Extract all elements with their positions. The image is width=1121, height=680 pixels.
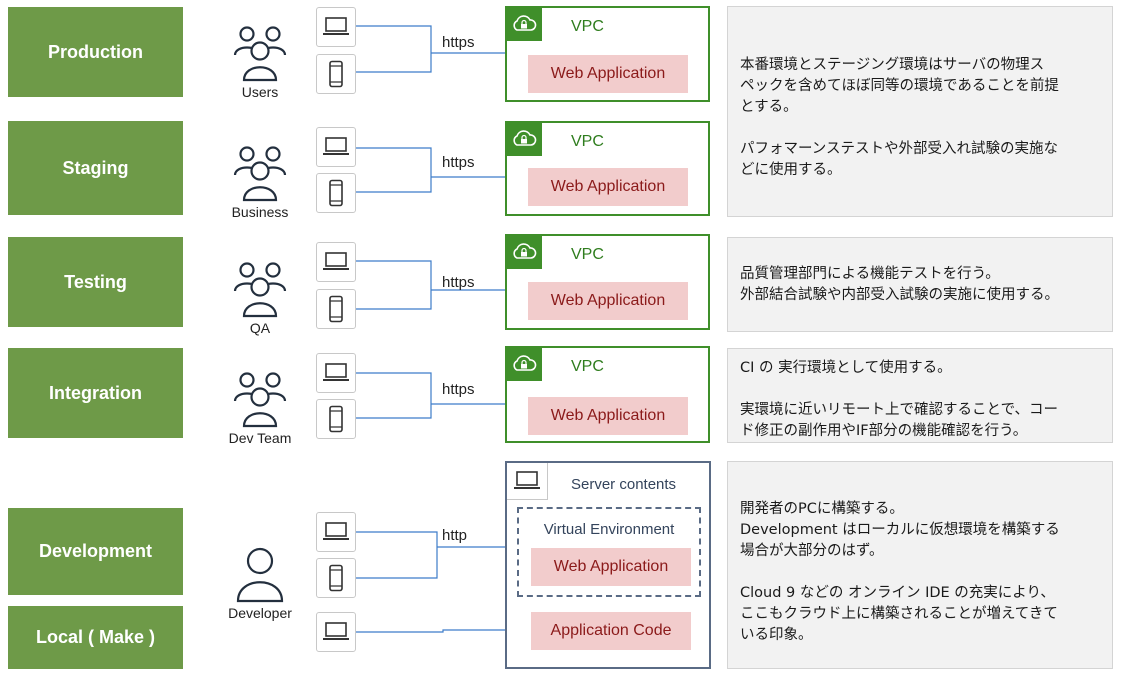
- note-paragraph: 品質管理部門による機能テストを行う。 外部結合試験や内部受入試験の実施に使用する…: [740, 266, 1059, 303]
- vpc-title: VPC: [571, 133, 604, 150]
- protocol-label: https: [442, 274, 475, 291]
- users-group-icon: [233, 262, 287, 318]
- actor-dev-team: Dev Team: [210, 371, 310, 446]
- users-group-icon: [233, 146, 287, 202]
- note-testing: 品質管理部門による機能テストを行う。 外部結合試験や内部受入試験の実施に使用する…: [727, 237, 1113, 332]
- web-application-box: Web Application: [528, 397, 688, 435]
- virtual-environment-group: Virtual Environment Web Application: [517, 507, 701, 597]
- protocol-label: https: [442, 381, 475, 398]
- laptop-icon: [316, 512, 356, 552]
- vpc-group: VPC Web Application: [505, 6, 710, 102]
- mobile-phone-icon: [316, 399, 356, 439]
- vpc-group: VPC Web Application: [505, 121, 710, 216]
- env-label: Testing: [64, 271, 127, 292]
- users-group-icon: [233, 26, 287, 82]
- protocol-label: https: [442, 34, 475, 51]
- vpc-title: VPC: [571, 246, 604, 263]
- vpc-cloud-lock-icon: [506, 235, 542, 269]
- web-application-box: Web Application: [528, 168, 688, 206]
- actor-label: Business: [231, 204, 289, 220]
- vpc-title: VPC: [571, 358, 604, 375]
- note-paragraph: 実環境に近いリモート上で確認することで、コー ド修正の副作用やIF部分の機能確認…: [740, 402, 1058, 439]
- env-testing: Testing: [8, 237, 183, 327]
- actor-business: Business: [210, 145, 310, 220]
- vpc-cloud-lock-icon: [506, 347, 542, 381]
- server-title: Server contents: [571, 476, 677, 493]
- actor-qa: QA: [210, 261, 310, 336]
- actor-label: Developer: [228, 605, 292, 621]
- note-production-staging: 本番環境とステージング環境はサーバの物理ス ペックを含めてほぼ同等の環境であるこ…: [727, 6, 1113, 217]
- laptop-icon: [316, 353, 356, 393]
- vpc-cloud-lock-icon: [506, 7, 542, 41]
- laptop-icon: [316, 127, 356, 167]
- web-application-box: Web Application: [528, 282, 688, 320]
- env-integration: Integration: [8, 348, 183, 438]
- env-label: Local ( Make ): [35, 627, 156, 647]
- protocol-label: http: [442, 527, 468, 544]
- env-staging: Staging: [8, 121, 183, 215]
- mobile-phone-icon: [316, 54, 356, 94]
- note-paragraph: パフォマーンステストや外部受入れ試験の実施な どに使用する。: [740, 141, 1058, 178]
- virtual-environment-title: Virtual Environment: [543, 521, 675, 538]
- note-development: 開発者のPCに構築する。 Development はローカルに仮想環境を構築する…: [727, 461, 1113, 669]
- vpc-group: VPC Web Application: [505, 234, 710, 330]
- web-application-box: Web Application: [528, 55, 688, 93]
- env-label: Integration: [49, 382, 142, 403]
- env-development: Development: [8, 508, 183, 595]
- actor-label: QA: [249, 320, 271, 336]
- env-production: Production: [8, 7, 183, 97]
- laptop-icon: [316, 612, 356, 652]
- env-label: Staging: [62, 157, 129, 178]
- vpc-cloud-lock-icon: [506, 122, 542, 156]
- application-code-box: Application Code: [531, 612, 691, 650]
- vpc-title: VPC: [571, 18, 604, 35]
- note-paragraph: Cloud 9 などの オンライン IDE の充実により、 ここもクラウド上に構…: [740, 585, 1058, 643]
- note-integration: CI の 実行環境として使用する。 実環境に近いリモート上で確認することで、コー…: [727, 348, 1113, 443]
- note-paragraph: CI の 実行環境として使用する。: [740, 360, 952, 376]
- env-local: Local ( Make ): [8, 606, 183, 669]
- actor-label: Users: [241, 84, 279, 100]
- mobile-phone-icon: [316, 558, 356, 598]
- vpc-group: VPC Web Application: [505, 346, 710, 443]
- actor-label: Dev Team: [228, 430, 292, 446]
- actor-users: Users: [210, 25, 310, 100]
- env-label: Development: [38, 541, 153, 561]
- laptop-icon: [316, 7, 356, 47]
- note-paragraph: 開発者のPCに構築する。 Development はローカルに仮想環境を構築する…: [740, 501, 1060, 559]
- protocol-label: https: [442, 154, 475, 171]
- user-icon: [236, 547, 284, 603]
- env-label: Production: [48, 41, 143, 62]
- laptop-icon: [507, 463, 548, 500]
- web-application-box: Web Application: [531, 548, 691, 586]
- server-contents-group: Server contents Virtual Environment Web …: [505, 461, 711, 669]
- note-paragraph: 本番環境とステージング環境はサーバの物理ス ペックを含めてほぼ同等の環境であるこ…: [740, 57, 1059, 115]
- mobile-phone-icon: [316, 173, 356, 213]
- mobile-phone-icon: [316, 289, 356, 329]
- actor-developer: Developer: [210, 546, 310, 621]
- laptop-icon: [316, 242, 356, 282]
- users-group-icon: [233, 372, 287, 428]
